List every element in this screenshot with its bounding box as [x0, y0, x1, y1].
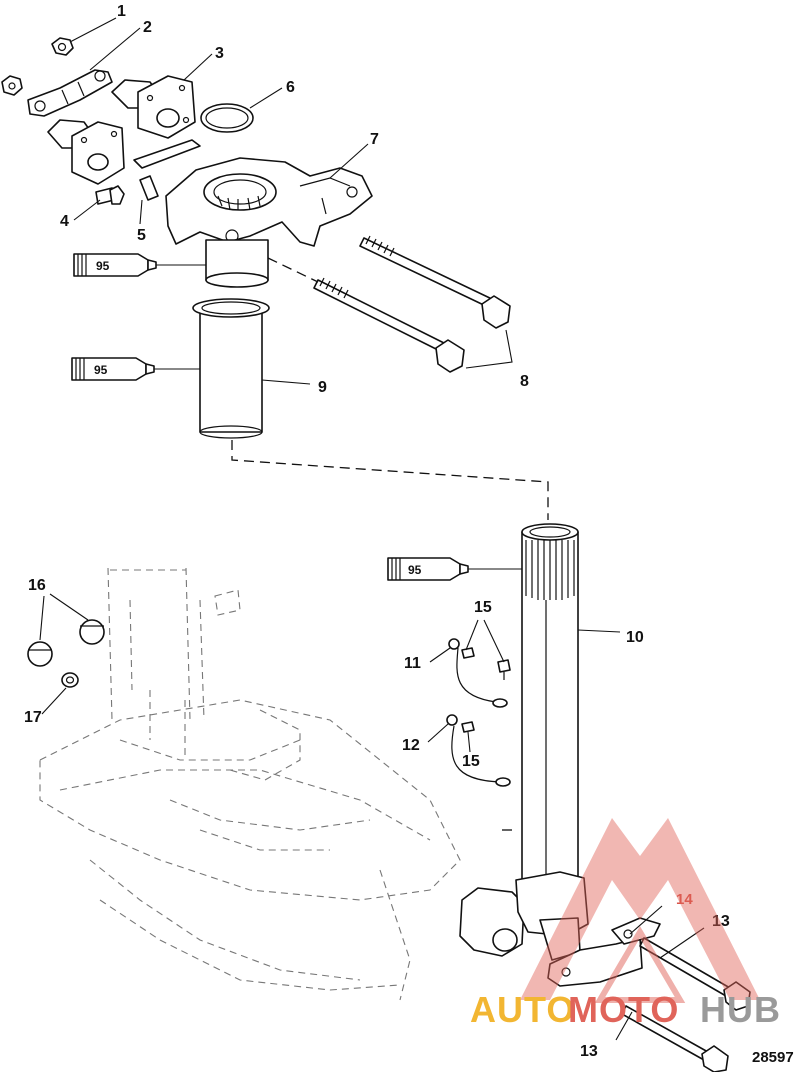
- callout-14: 14: [676, 891, 693, 908]
- nut-part-16-a: [79, 619, 105, 645]
- screw-part-15-a: [461, 647, 475, 659]
- callout-13-lower: 13: [580, 1043, 598, 1060]
- washer-part-17: [61, 672, 79, 688]
- sealant-tube-middle: 95: [71, 357, 200, 381]
- screw-part-15-c: [461, 721, 475, 733]
- lower-mount-bracket: [459, 871, 589, 961]
- shim-part-5: [133, 139, 201, 201]
- sealant-label-middle: 95: [94, 363, 108, 377]
- mount-part-3-upper: [111, 75, 196, 139]
- callout-15-top: 15: [474, 599, 492, 616]
- callout-11: 11: [404, 655, 421, 672]
- watermark-auto: AUTO: [470, 989, 575, 1030]
- callout-8: 8: [520, 373, 529, 390]
- sealant-tube-upper: 95: [73, 253, 206, 277]
- watermark-inner-triangle-icon: [594, 926, 686, 1003]
- bushing-part-9: [192, 298, 270, 439]
- callout-17: 17: [24, 709, 42, 726]
- callout-labels: 1 2 3 6 7 4 5 8 9 10 15 11 12 15 16 17 1…: [24, 3, 730, 1060]
- callout-6: 6: [286, 79, 295, 96]
- callout-3: 3: [215, 45, 224, 62]
- callout-13-upper: 13: [712, 913, 730, 930]
- mount-part-3-lower: [47, 119, 125, 185]
- nut-left: [1, 75, 23, 96]
- strap-part-2: [27, 69, 113, 117]
- shaft-part-10: [521, 523, 579, 881]
- callout-4: 4: [60, 213, 69, 230]
- ground-strap-part-11: [448, 638, 508, 708]
- sealant-tube-lower: 95: [387, 557, 522, 581]
- bolt-part-8-lower: [313, 277, 465, 373]
- callout-2: 2: [143, 19, 152, 36]
- oring-part-6: [200, 103, 254, 133]
- callout-1: 1: [117, 3, 126, 20]
- screw-part-15-b: [497, 659, 511, 680]
- callout-9: 9: [318, 379, 327, 396]
- watermark-hub: HUB: [700, 989, 781, 1030]
- callout-7: 7: [370, 131, 379, 148]
- ground-strap-part-12: [446, 714, 511, 787]
- dashed-alignment-arm-to-bolt: [267, 257, 319, 283]
- sealant-label-upper: 95: [96, 259, 110, 273]
- bolt-part-13-b: [621, 1005, 729, 1072]
- nut-part-1: [51, 37, 74, 56]
- leader-lines: [39, 17, 705, 1041]
- callout-16: 16: [28, 577, 46, 594]
- callout-5: 5: [137, 227, 146, 244]
- callout-10: 10: [626, 629, 644, 646]
- nut-part-16-b: [27, 641, 53, 667]
- dashed-alignment-bushing-to-shaft: [231, 440, 549, 520]
- callout-15-bottom: 15: [462, 753, 480, 770]
- bolt-part-13-a: [639, 937, 751, 1011]
- watermark-triangle-icon: [520, 818, 760, 1000]
- figure-number: 28597: [752, 1049, 794, 1066]
- bolt-part-8-upper: [359, 235, 511, 329]
- steering-arm-part-7: [165, 157, 373, 288]
- sealant-label-lower: 95: [408, 563, 422, 577]
- watermark-text: AUTO MOTO HUB: [470, 989, 781, 1030]
- ghost-lower-unit: [39, 567, 461, 1001]
- screw-part-4: [95, 185, 125, 205]
- watermark-moto: MOTO: [568, 989, 679, 1030]
- callout-12: 12: [402, 737, 420, 754]
- watermark-logo: [520, 818, 760, 1003]
